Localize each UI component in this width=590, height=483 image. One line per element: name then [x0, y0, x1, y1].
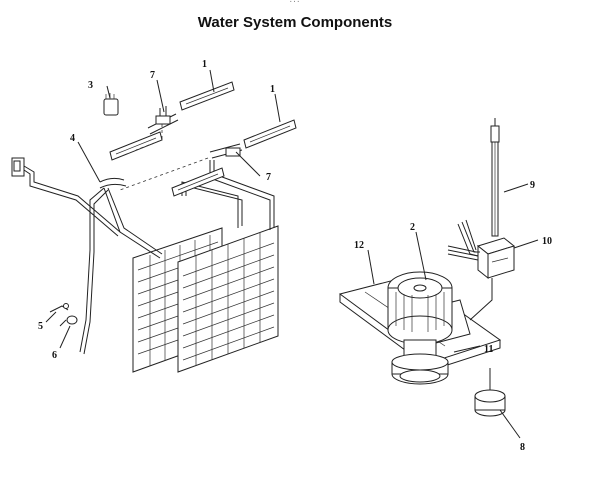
callout-6: 6	[52, 350, 57, 361]
callout-9: 9	[530, 180, 535, 191]
clip-part-6	[59, 315, 78, 327]
float-switch-box	[476, 237, 516, 280]
water-hose-part-4	[99, 177, 127, 189]
pump-impeller-part-8	[474, 389, 506, 417]
page-title: Water System Components	[197, 14, 393, 31]
probe-wires	[447, 219, 493, 321]
clamp-part-5	[49, 303, 69, 313]
water-distributor-tube-right	[171, 119, 297, 197]
wire-harness-connector	[11, 157, 121, 237]
pump-impeller-housing	[391, 339, 449, 385]
tee-fitting-top	[135, 106, 179, 151]
tee-fitting-right	[119, 143, 243, 191]
callout-10: 10	[542, 236, 552, 247]
water-distributor-tube-top	[109, 81, 235, 161]
callout-11: 11	[484, 344, 493, 355]
water-valve-part-3	[103, 93, 119, 116]
callout-1-right: 1	[270, 84, 275, 95]
callout-12: 12	[354, 240, 364, 251]
callout-1-top: 1	[202, 59, 207, 70]
clipped-header-text: ...	[0, 0, 590, 5]
callout-8: 8	[520, 442, 525, 453]
pump-motor	[387, 271, 453, 345]
callout-2: 2	[410, 222, 415, 233]
leader-lines	[45, 69, 539, 439]
callout-5: 5	[38, 321, 43, 332]
callout-3: 3	[88, 80, 93, 91]
evaporator-front	[177, 225, 279, 373]
water-level-probe	[490, 118, 500, 237]
callout-7-right: 7	[266, 172, 271, 183]
callout-4: 4	[70, 133, 75, 144]
callout-7-top: 7	[150, 70, 155, 81]
